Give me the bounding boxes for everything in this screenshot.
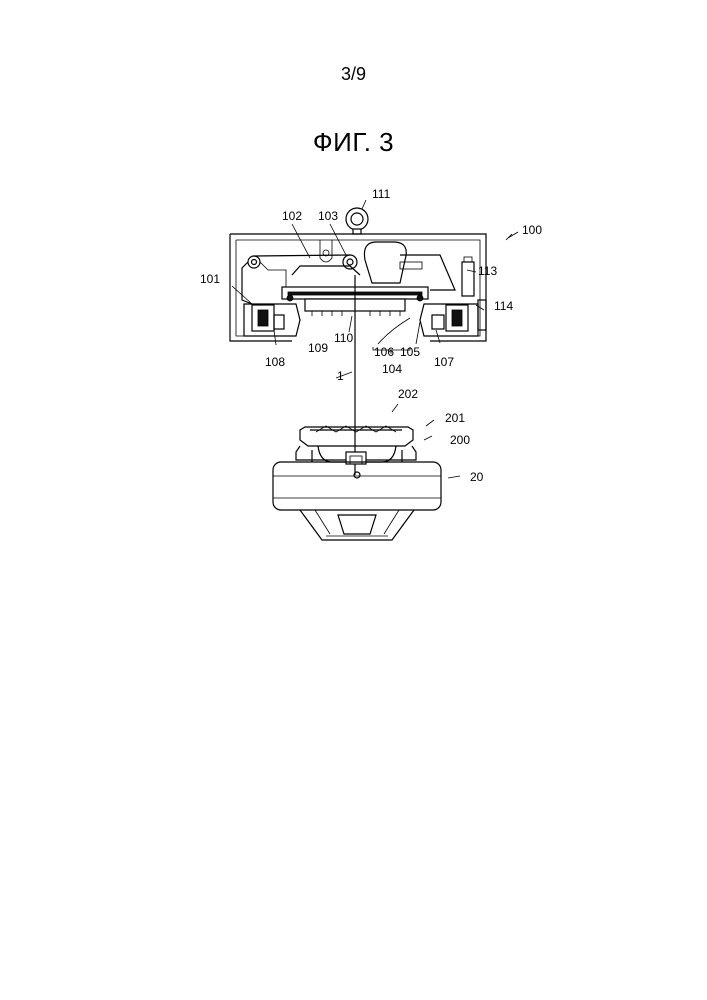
label-114: 114 xyxy=(494,299,513,313)
label-20: 20 xyxy=(470,470,484,484)
label-113: 113 xyxy=(478,264,497,278)
left-coil xyxy=(244,304,300,336)
label-100: 100 xyxy=(522,223,542,237)
label-200: 200 xyxy=(450,433,470,447)
label-109: 109 xyxy=(308,341,328,355)
label-104: 104 xyxy=(382,362,402,376)
label-106: 106 xyxy=(374,345,394,359)
label-107: 107 xyxy=(434,355,454,369)
label-108: 108 xyxy=(265,355,285,369)
lamp-body xyxy=(273,462,441,540)
label-101: 101 xyxy=(200,272,220,286)
label-1: 1 xyxy=(337,369,344,383)
label-111: 111 xyxy=(372,187,391,201)
label-110: 110 xyxy=(334,331,353,345)
label-201: 201 xyxy=(445,411,465,425)
label-105: 105 xyxy=(400,345,420,359)
label-202: 202 xyxy=(398,387,418,401)
lamp-mount xyxy=(296,426,416,478)
eye-bolt xyxy=(346,208,368,234)
label-102: 102 xyxy=(282,209,302,223)
label-103: 103 xyxy=(318,209,338,223)
